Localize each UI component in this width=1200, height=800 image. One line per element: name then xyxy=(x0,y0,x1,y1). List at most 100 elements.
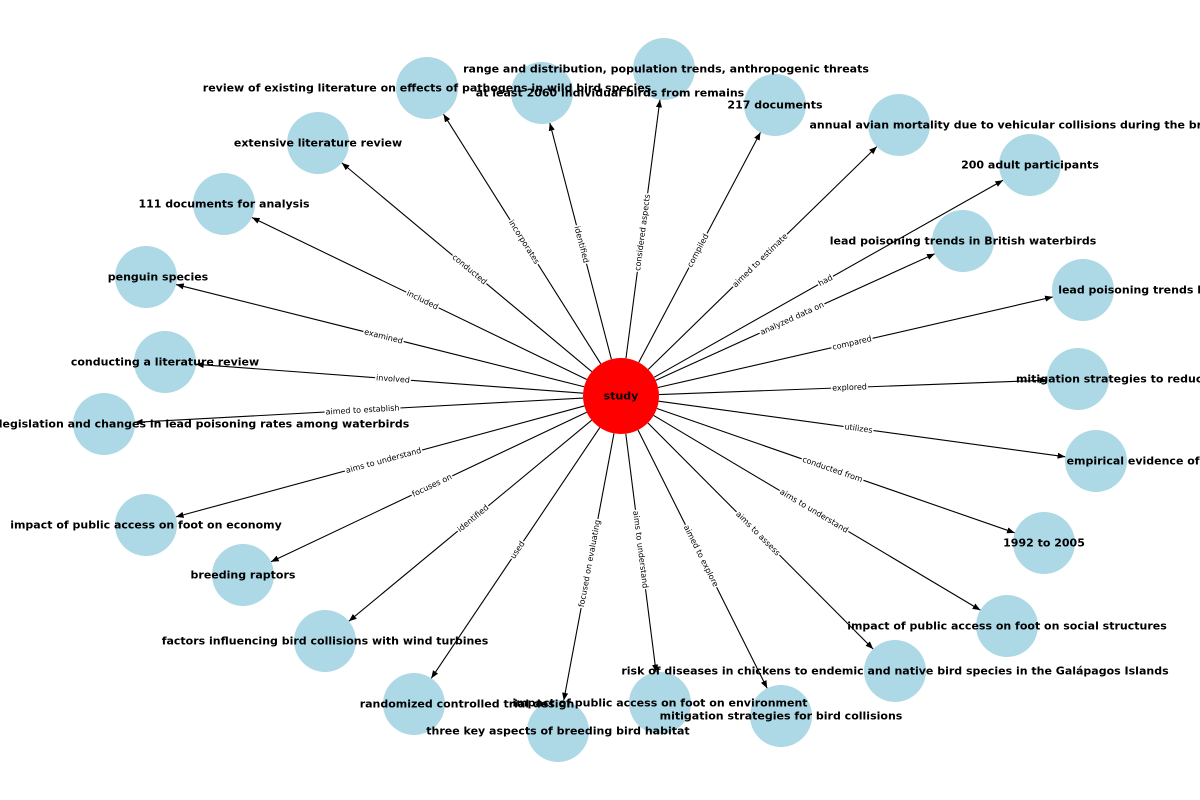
edge-label: considered aspects xyxy=(633,194,652,272)
edge-label-background xyxy=(757,299,827,338)
edge-label-background xyxy=(815,272,836,289)
graph-node[interactable] xyxy=(1047,348,1109,410)
graph-node[interactable] xyxy=(134,331,196,393)
edge-label-group: aimed to estimate xyxy=(729,230,791,290)
edge-label: utilizes xyxy=(844,422,873,435)
edge: conducted from xyxy=(656,407,1015,534)
node-label: range and distribution, population trend… xyxy=(463,63,869,76)
edge: focuses on xyxy=(270,411,587,563)
center-node-label: study xyxy=(604,390,639,403)
edge: aims to understand xyxy=(653,414,981,611)
edge-label-group: focuses on xyxy=(409,471,455,500)
edge: involved xyxy=(195,361,584,394)
edge-label: compiled xyxy=(685,232,710,269)
graph-node[interactable] xyxy=(115,246,177,308)
edge-label-group: utilizes xyxy=(842,421,875,436)
graph-node[interactable] xyxy=(629,672,691,734)
graph-node[interactable] xyxy=(396,57,458,119)
nodes-layer xyxy=(73,38,1127,762)
edge-label-group: aims to assess xyxy=(733,508,783,559)
edge: considered aspects xyxy=(625,99,663,359)
graph-node[interactable] xyxy=(294,610,356,672)
edge: identified xyxy=(348,419,593,622)
edge-label-group: identified xyxy=(454,502,492,535)
edge-label-background xyxy=(449,251,490,288)
edge-label-background xyxy=(681,522,721,590)
graph-node[interactable] xyxy=(999,134,1061,196)
node-label: 111 documents for analysis xyxy=(138,198,309,211)
graph-node[interactable] xyxy=(511,62,573,124)
edge: aimed to establish xyxy=(134,397,584,425)
node-label: review of existing literature on effects… xyxy=(203,82,652,95)
graph-node[interactable] xyxy=(744,74,806,136)
graph-node[interactable] xyxy=(932,210,994,272)
edge-label-background xyxy=(684,231,712,270)
edge-label-group: focused on evaluating xyxy=(576,518,603,609)
edge-label-group: included xyxy=(404,288,441,312)
node-label: conducting a literature review xyxy=(71,356,259,369)
edge-label: identified xyxy=(572,225,590,264)
graph-node[interactable] xyxy=(115,494,177,556)
edge: included xyxy=(251,217,588,380)
edge-label-group: identified xyxy=(572,224,591,265)
node-label: legislation and changes in lead poisonin… xyxy=(0,418,410,431)
edge: conducted xyxy=(341,162,593,373)
edge: aims to understand xyxy=(625,433,659,673)
node-label: 217 documents xyxy=(727,99,823,112)
edge-label-background xyxy=(374,373,412,385)
node-label: risk of diseases in chickens to endemic … xyxy=(621,665,1169,678)
graph-node[interactable] xyxy=(864,640,926,702)
center-node[interactable] xyxy=(583,358,659,434)
edge-label: focuses on xyxy=(411,472,454,499)
node-label: 200 adult participants xyxy=(961,159,1099,172)
graph-node[interactable] xyxy=(1065,430,1127,492)
node-label: lead poisoning trends before and after l… xyxy=(1058,284,1200,297)
graph-node[interactable] xyxy=(383,673,445,735)
edge: utilizes xyxy=(658,400,1066,459)
edge-label-group: analyzed data on xyxy=(757,299,827,338)
edge-label: aims to understand xyxy=(631,510,650,589)
edge-label-background xyxy=(842,421,875,436)
graph-node[interactable] xyxy=(976,595,1038,657)
graph-node[interactable] xyxy=(212,544,274,606)
edge-label-background xyxy=(777,486,851,536)
graph-node[interactable] xyxy=(1052,259,1114,321)
edge-label-group: explored xyxy=(830,382,869,393)
edge: aims to assess xyxy=(647,422,874,650)
graph-node[interactable] xyxy=(750,685,812,747)
edge: analyzed data on xyxy=(655,253,935,381)
edge-label-background xyxy=(800,454,865,485)
graph-node[interactable] xyxy=(287,112,349,174)
edge-label: aims to assess xyxy=(734,510,782,558)
node-label: impact of public access on foot on econo… xyxy=(10,519,282,532)
edge-label-group: had xyxy=(815,272,836,289)
edge-label-group: examined xyxy=(362,327,405,346)
edge-label-background xyxy=(729,230,791,290)
graph-node[interactable] xyxy=(527,700,589,762)
graph-node[interactable] xyxy=(868,94,930,156)
edge-label-background xyxy=(324,403,401,417)
edge-label-group: compiled xyxy=(684,231,712,270)
edge-label-background xyxy=(830,382,869,393)
edge-label: examined xyxy=(363,327,404,345)
graph-node[interactable] xyxy=(1013,512,1075,574)
graph-node[interactable] xyxy=(193,173,255,235)
labels-layer: range and distribution, population trend… xyxy=(0,63,1200,738)
edge-label-group: aims to understand xyxy=(630,509,651,590)
edge-label: aimed to explore xyxy=(682,524,720,589)
edge-label-background xyxy=(454,502,492,535)
node-label: lead poisoning trends in British waterbi… xyxy=(830,235,1097,248)
node-label: empirical evidence of pathogens in chick… xyxy=(1067,455,1200,468)
graph-node[interactable] xyxy=(73,393,135,455)
edge-label-background xyxy=(343,445,424,476)
graph-node[interactable] xyxy=(633,38,695,100)
edge-label-group: considered aspects xyxy=(632,192,653,273)
edge-label: aimed to establish xyxy=(325,404,399,417)
edge-label-background xyxy=(409,471,455,500)
edge-label-group: compared xyxy=(830,333,874,353)
edge-label-background xyxy=(506,217,542,267)
edge-label-group: incorporates xyxy=(506,217,542,267)
edge-label: identified xyxy=(456,503,491,534)
edge-label: focused on evaluating xyxy=(577,519,602,608)
